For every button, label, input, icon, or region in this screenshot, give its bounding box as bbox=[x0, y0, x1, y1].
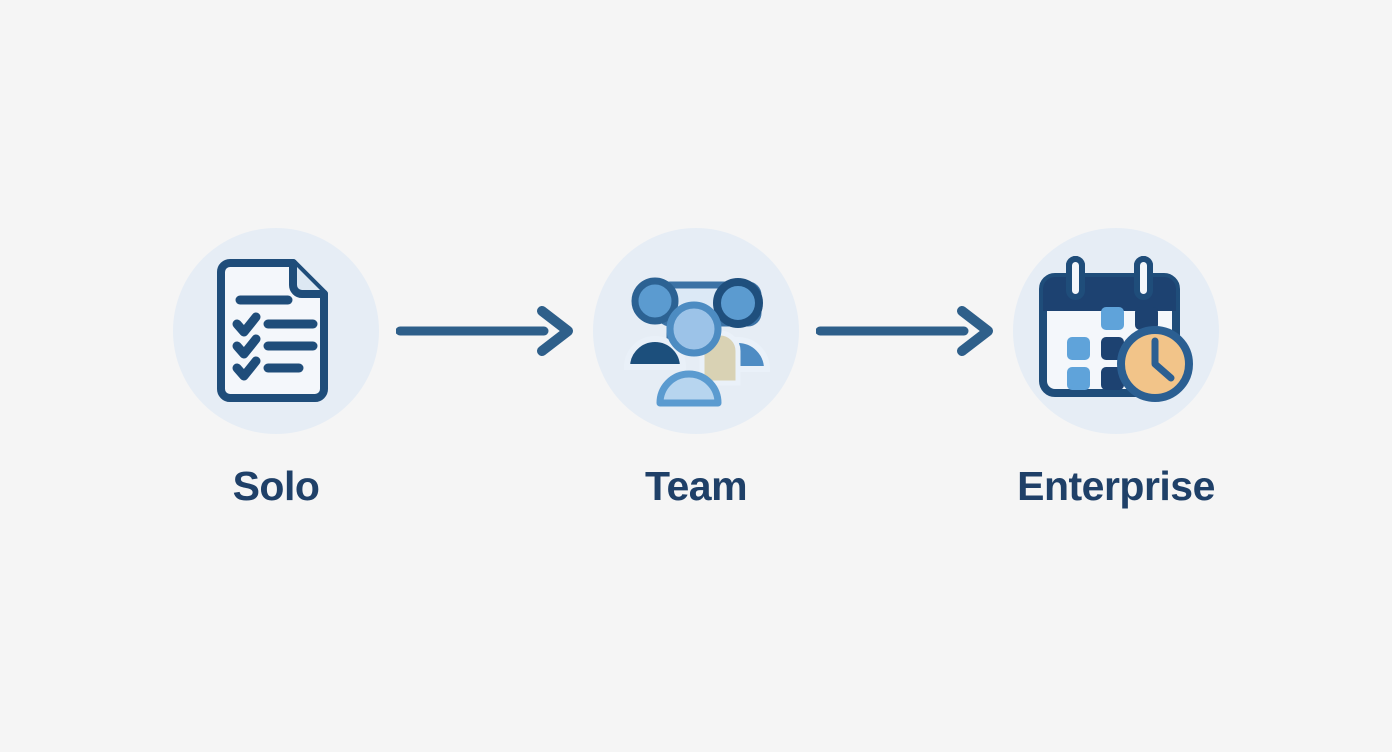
calendar-clock-icon bbox=[1039, 255, 1193, 402]
enterprise-badge bbox=[1013, 227, 1219, 434]
document-checklist-icon bbox=[217, 258, 328, 402]
flow-stage-enterprise[interactable]: Enterprise bbox=[1013, 227, 1219, 509]
team-badge bbox=[593, 227, 799, 434]
people-group-speech-bubble-icon bbox=[623, 277, 771, 406]
stage-label-solo: Solo bbox=[232, 462, 320, 509]
flow-stage-team[interactable]: Team bbox=[593, 227, 799, 509]
arrow-right-icon bbox=[816, 305, 993, 356]
stage-label-team: Team bbox=[644, 462, 748, 509]
stage-label-enterprise: Enterprise bbox=[1017, 462, 1215, 509]
solo-badge bbox=[173, 227, 379, 434]
arrow-right-icon bbox=[396, 305, 573, 356]
flow-row: Solo bbox=[173, 227, 1219, 509]
connector-solo-to-team bbox=[379, 228, 593, 434]
flow-stage-solo[interactable]: Solo bbox=[173, 227, 379, 509]
connector-team-to-enterprise bbox=[799, 228, 1013, 434]
